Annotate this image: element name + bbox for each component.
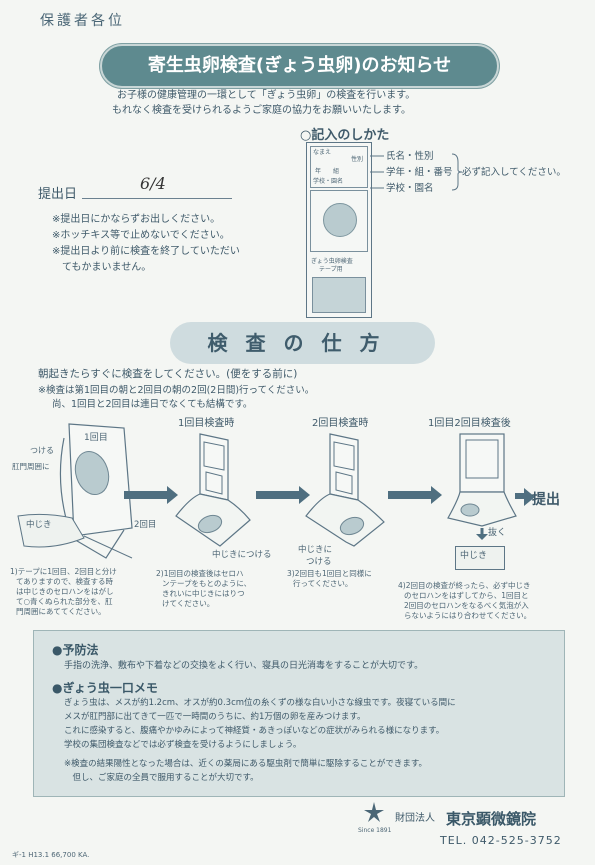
method-note-2: 尚、1回目と2回目は連日でなくても結構です。 (52, 399, 253, 410)
figure-step-3 (305, 433, 385, 547)
fig-label: 中じきに (298, 545, 333, 555)
figure-step-1 (17, 423, 133, 559)
card-text: 年 (315, 168, 322, 175)
card-tape-area (310, 190, 368, 252)
intro-line-1: お子様の健康管理の一環として「ぎょう虫卵」の検査を行います。 (117, 90, 416, 101)
fig-label: 2回目 (134, 520, 157, 530)
howto-heading: ○記入のしかた (300, 128, 390, 143)
card-circle (323, 203, 357, 237)
prevent-text: 手指の洗浄、敷布や下着などの交換をよく行い、寝具の日光消毒をすることが大切です。 (64, 661, 424, 671)
desc-line: て○青くぬられた部分を、肛 (16, 597, 113, 606)
step-desc-1: 1)テープに1回目、2回目と分け てありますので、検査する時 は中じきのセロハン… (10, 567, 117, 617)
step-desc-4: 4)2回目の検査が終ったら、必ず中じき のセロハンをはずしてから、1回目と 2回… (398, 581, 531, 621)
step-desc-3: 3)2回目も1回目と同様に 行ってください。 (287, 569, 372, 589)
memo-line: ぎょう虫は、メスが約1.2cm、オスが約0.3cm位の糸くずの様な白い小さな線虫… (64, 698, 456, 708)
desc-line: てありますので、検査する時 (16, 577, 113, 586)
submission-value: 6/4 (140, 174, 166, 193)
intro-line-2: もれなく検査を受けられるようご家庭の協力をお願いいたします。 (112, 105, 411, 116)
desc-line: 行ってください。 (293, 579, 353, 588)
fig-label: 中じき (460, 551, 488, 561)
step-arrow-1 (124, 486, 178, 504)
result-line: ※検査の結果陽性となった場合は、近くの薬局にある駆虫剤で簡単に駆除することができ… (64, 759, 428, 769)
title-banner: 寄生虫卵検査(ぎょう虫卵)のお知らせ (100, 44, 499, 88)
info-box: ●予防法 手指の洗浄、敷布や下着などの交換をよく行い、寝具の日光消毒をすることが… (33, 630, 565, 797)
submission-label: 提出日 (38, 187, 78, 202)
desc-line: ンテープをもとのように、 (162, 579, 252, 588)
step-arrow-3 (388, 486, 442, 504)
card-bottom-area (312, 277, 366, 313)
step-title-1: 1回目検査時 (178, 418, 235, 429)
sample-card: なまえ 性別 年 組 学校・園名 ぎょう虫卵検査 テープ用 (306, 142, 372, 318)
submission-note: ※ホッチキス等で止めないでください。 (52, 230, 230, 241)
desc-line: のセロハンをはずしてから、1回目と (404, 591, 529, 600)
method-note-1: ※検査は第1回目の朝と2回目の朝の2回(2日間)行ってください。 (38, 385, 315, 396)
card-leader-lines (370, 153, 463, 191)
organization-logo-icon (364, 802, 384, 822)
submission-note: ※提出日にかならずお出しください。 (52, 214, 221, 225)
submission-underline (82, 198, 232, 199)
figure-step-4 (447, 433, 517, 540)
label-grade-class: 学年・組・番号 (386, 167, 453, 178)
desc-line: 3)2回目も1回目と同様に (287, 569, 372, 578)
desc-line: らないようにはり合わせてください。 (404, 611, 532, 620)
card-text: 学校・園名 (313, 178, 344, 185)
print-code: ギ-1 H13.1 66,700 KA. (12, 851, 90, 859)
label-name-gender: 氏名・性別 (386, 151, 434, 162)
figure-step-2 (175, 433, 251, 547)
submission-note: てもかまいません。 (52, 262, 152, 273)
method-title: 検査の仕方 (207, 331, 398, 355)
fig-label: つける (30, 446, 54, 455)
card-text: 組 (333, 168, 340, 175)
memo-line: メスが肛門部に出てきて一匹で一時間のうちに、約1万個の卵を産みつけます。 (64, 712, 366, 722)
card-text: なまえ (313, 149, 332, 156)
org-name: 東京顕微鏡院 (446, 810, 537, 828)
card-text: テープ用 (319, 266, 343, 273)
fig-label: 1回目 (84, 433, 108, 443)
card-name-area: なまえ 性別 年 組 学校・園名 (310, 146, 368, 188)
must-fill-note: 必ず記入してください。 (462, 167, 566, 178)
step-title-2: 2回目検査時 (312, 418, 369, 429)
desc-line: 2)1回目の検査後はセロハ (156, 569, 244, 578)
prevent-heading: ●予防法 (52, 643, 99, 657)
addressee: 保護者各位 (40, 13, 125, 29)
fig-label: 中じきにつける (212, 550, 272, 560)
label-school: 学校・園名 (386, 183, 434, 194)
org-type: 財団法人 (395, 813, 435, 824)
memo-line: 学校の集団検査などでは必ず検査を受けるようにしましょう。 (64, 740, 302, 750)
since-text: Since 1891 (358, 827, 392, 834)
desc-line: きれいに中じきにはりつ (162, 589, 245, 598)
card-text: ぎょう虫卵検査 (311, 258, 353, 265)
fig-label: つける (306, 557, 332, 567)
desc-line: 4)2回目の検査が終ったら、必ず中じき (398, 581, 531, 590)
step-arrow-2 (256, 486, 310, 504)
method-lead: 朝起きたらすぐに検査をしてください。(便をする前に) (38, 368, 298, 380)
desc-line: 門周囲にあててください。 (16, 607, 106, 616)
memo-heading: ●ぎょう虫一口メモ (52, 681, 158, 695)
insert-sheet: 中じき (455, 546, 505, 570)
fig-label: 肛門周囲に (12, 462, 50, 471)
desc-line: けてください。 (162, 599, 215, 608)
step-title-3: 1回目2回目検査後 (428, 418, 511, 429)
method-banner: 検査の仕方 (170, 322, 435, 364)
result-line: 但し、ご家庭の全員で服用することが大切です。 (64, 773, 259, 783)
step-arrow-4 (515, 488, 535, 506)
desc-line: 1)テープに1回目、2回目と分け (10, 567, 117, 576)
fig-label: 中じき (26, 520, 52, 530)
memo-line: これに感染すると、腹痛やかゆみによって神経質・あきっぽいなどの症状がみられる様に… (64, 726, 445, 736)
desc-line: は中じきのセロハンをはがし (16, 587, 114, 596)
org-tel: TEL. 042-525-3752 (440, 834, 562, 847)
step-desc-2: 2)1回目の検査後はセロハ ンテープをもとのように、 きれいに中じきにはりつ け… (156, 569, 251, 609)
desc-line: 2回目のセロハンをなるべく気泡が入 (404, 601, 529, 610)
submit-label: 提出 (532, 492, 560, 508)
page-title: 寄生虫卵検査(ぎょう虫卵)のお知らせ (147, 55, 452, 76)
card-text: 性別 (351, 156, 364, 163)
submission-note: ※提出日より前に検査を終了していただい (52, 246, 240, 257)
fig-label: 抜く (488, 528, 507, 538)
